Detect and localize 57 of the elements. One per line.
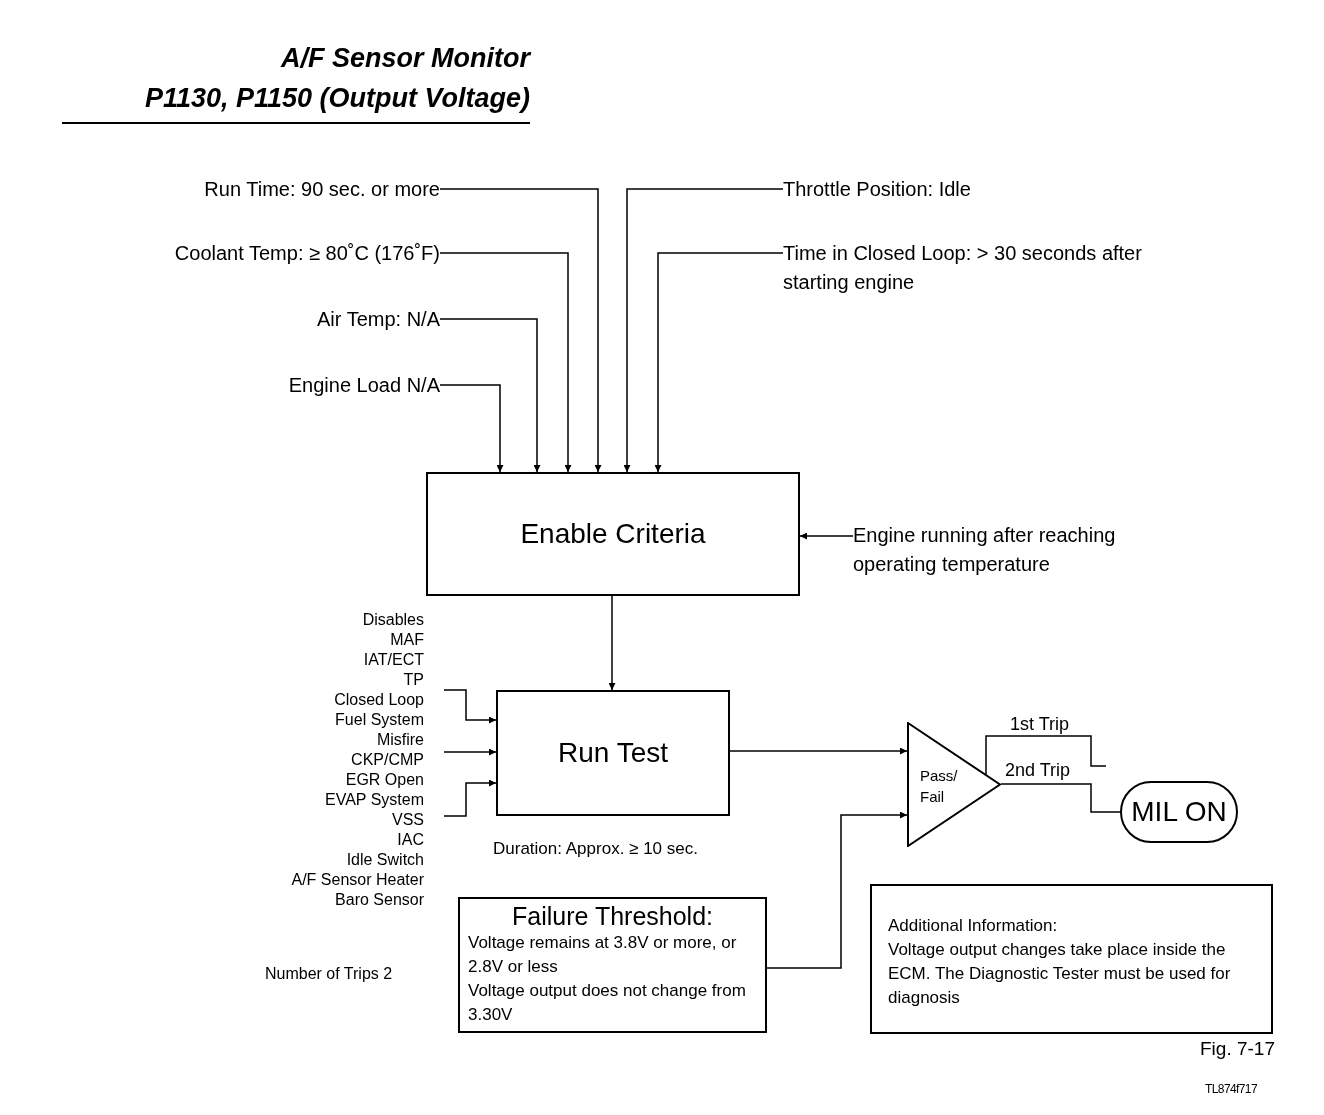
list-item: Misfire: [375, 730, 424, 750]
process-box: [426, 472, 800, 596]
list-item: Fuel System: [334, 710, 424, 730]
arrow: [439, 384, 504, 473]
box-text: Voltage output changes take place inside the ECM. The Diagnostic Tester must be used for diagnosis: [888, 939, 1232, 1009]
box-title: Run Test: [558, 736, 668, 770]
list-item: MAF: [389, 630, 424, 650]
pill-text: MIL ON: [1131, 795, 1227, 829]
list-item: IAT/ECT: [362, 650, 424, 670]
arrow: [439, 252, 572, 473]
list-item: TP: [402, 670, 424, 690]
edge-label: 1st Trip: [1010, 713, 1070, 735]
connector-line: [1000, 783, 1121, 813]
note-text: Number of Trips 2: [265, 964, 393, 984]
arrow: [729, 747, 908, 755]
list-heading: Disables: [361, 610, 424, 630]
reference-code: TL874f717: [1205, 1081, 1257, 1098]
box-heading: Additional Information:: [888, 915, 1059, 937]
arrow: [654, 252, 784, 473]
arrow: [623, 188, 784, 473]
list-item: IAC: [396, 830, 424, 850]
condition-text: Run Time: 90 sec. or more: [100, 175, 440, 203]
arrow: [443, 748, 497, 756]
box-text: Voltage remains at 3.8V or more, or 2.8V or less: [468, 932, 738, 978]
condition-text: Engine Load N/A: [160, 371, 440, 399]
duration-text: Duration: Approx. ≥ 10 sec.: [493, 838, 698, 860]
list-item: EGR Open: [344, 770, 424, 790]
condition-text: Throttle Position: Idle: [783, 175, 1083, 203]
figure-caption: Fig. 7-17: [1200, 1037, 1275, 1061]
diagram-title: A/F Sensor Monitor P1130, P1150 (Output Voltage): [143, 42, 530, 115]
list-item: EVAP System: [324, 790, 424, 810]
box-heading: Failure Threshold:: [511, 901, 714, 931]
condition-text: Coolant Temp: ≥ 80˚C (176˚F): [60, 239, 440, 267]
process-box: [496, 690, 730, 816]
edge-label: 2nd Trip: [1005, 759, 1071, 781]
list-item: Closed Loop: [333, 690, 424, 710]
condition-text: Time in Closed Loop: > 30 seconds after starting engine: [783, 239, 1157, 297]
condition-text: Engine running after reaching operating temperature: [853, 521, 1173, 579]
arrow: [443, 779, 497, 817]
condition-text: Air Temp: N/A: [160, 305, 440, 333]
arrow: [439, 188, 602, 473]
info-box: [870, 884, 1273, 1034]
arrow: [766, 811, 908, 969]
connector-line: [985, 735, 1107, 776]
arrow: [443, 689, 497, 724]
box-title: Enable Criteria: [520, 517, 706, 551]
arrow: [608, 595, 616, 691]
arrow: [799, 532, 854, 540]
arrow: [439, 318, 541, 473]
list-item: Idle Switch: [345, 850, 424, 870]
triangle-text: Pass/ Fail: [920, 766, 959, 807]
list-item: A/F Sensor Heater: [290, 870, 424, 890]
list-item: Baro Sensor: [334, 890, 424, 910]
list-item: CKP/CMP: [350, 750, 424, 770]
box-text: Voltage output does not change from 3.30V: [468, 980, 747, 1026]
threshold-box: [458, 897, 767, 1033]
list-item: VSS: [391, 810, 424, 830]
